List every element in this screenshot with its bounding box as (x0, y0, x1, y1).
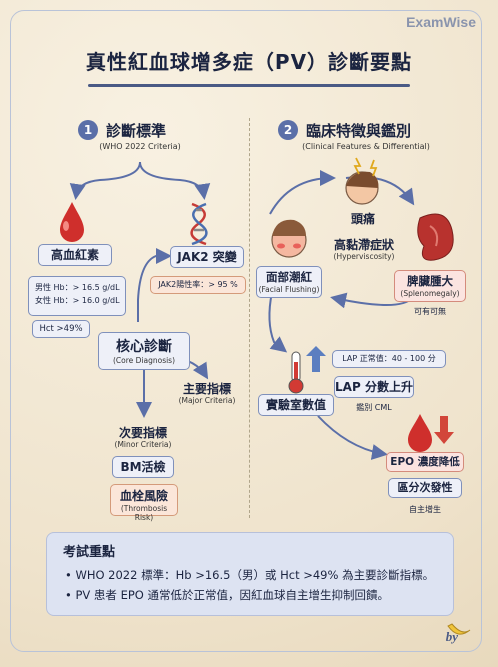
hb-threshold-box: 男性 Hb：> 16.5 g/dL 女性 Hb：> 16.0 g/dL (28, 276, 126, 316)
brand-logo: ExamWise (406, 14, 476, 30)
autonomous-proliferation-note: 自主增生 (409, 505, 441, 514)
high-hemoglobin-box: 高血紅素 (38, 244, 112, 266)
section-divider (249, 118, 250, 518)
lap-increase-box: LAP 分數上升 (334, 376, 414, 398)
flushing-label: 面部潮紅 (266, 270, 312, 284)
splenomegaly-label: 脾臟腫大 (407, 274, 453, 288)
hyperviscosity-sub: (Hyperviscosity) (333, 252, 395, 261)
splenomegaly-note: 可有可無 (414, 307, 446, 316)
exam-point-1-text: WHO 2022 標準：Hb >16.5（男）或 Hct >49% 為主要診斷指… (75, 568, 435, 582)
core-diagnosis-label: 核心診斷 (116, 339, 172, 355)
minor-criteria-label: 次要指標 (118, 426, 167, 440)
down-arrow-icon (434, 416, 454, 444)
female-hb-value: 女性 Hb：> 16.0 g/dL (35, 296, 120, 305)
section-number-1: 1 (78, 120, 98, 140)
headache-label: 頭痛 (350, 212, 375, 226)
up-arrow-icon (306, 346, 326, 372)
splenomegaly-box: 脾臟腫大 (Splenomegaly) (394, 270, 466, 302)
epo-drop-icon (408, 414, 432, 452)
jak2-mutation-box: JAK2 突變 (170, 246, 244, 268)
male-hb-value: 男性 Hb：> 16.5 g/dL (35, 283, 120, 292)
facial-flushing-box: 面部潮紅 (Facial Flushing) (256, 266, 322, 298)
headache-icon (345, 157, 379, 205)
lap-range-box: LAP 正常值：40 - 100 分 (332, 350, 446, 368)
secondary-differentiate-box: 區分次發性 (388, 478, 462, 498)
thermometer-icon (288, 351, 304, 394)
bm-biopsy-box: BM活檢 (112, 456, 174, 478)
section-heading-criteria: 診斷標準 (106, 122, 167, 140)
epo-decrease-box: EPO 濃度降低 (386, 452, 464, 472)
lab-values-box: 實驗室數值 (258, 394, 334, 416)
byline: by (445, 629, 458, 644)
flushed-face-icon (271, 219, 307, 258)
title-underline (88, 84, 410, 87)
lap-note: 鑑別 CML (356, 403, 392, 412)
thrombosis-label: 血栓風險 (119, 489, 168, 503)
flushing-sub: (Facial Flushing) (258, 285, 320, 294)
major-criteria-label: 主要指標 (182, 382, 231, 396)
exam-point-1: • WHO 2022 標準：Hb >16.5（男）或 Hct >49% 為主要診… (65, 568, 435, 582)
core-diagnosis-sub: (Core Diagnosis) (112, 356, 176, 365)
minor-criteria-sub: (Minor Criteria) (114, 440, 172, 449)
core-diagnosis-box: 核心診斷 (Core Diagnosis) (98, 332, 190, 370)
thrombosis-risk-box: 血栓風險 (Thrombosis Risk) (110, 484, 178, 522)
exam-points-title: 考試重點 (63, 545, 116, 560)
exam-point-2-text: PV 患者 EPO 通常低於正常值，因紅血球自主增生抑制回饋。 (75, 588, 389, 602)
blood-drop-icon (60, 202, 84, 242)
section-subtitle-criteria: (WHO 2022 Criteria) (99, 142, 181, 151)
dna-icon (190, 202, 208, 246)
banana-icon (447, 623, 471, 635)
hct-box: Hct >49% (32, 320, 90, 338)
page-title: 真性紅血球增多症（PV）診斷要點 (85, 50, 413, 74)
thrombosis-sub: (Thrombosis Risk) (120, 504, 168, 522)
exam-point-2: • PV 患者 EPO 通常低於正常值，因紅血球自主增生抑制回饋。 (65, 588, 389, 602)
major-criteria-sub: (Major Criteria) (178, 396, 236, 405)
section-heading-clinical: 臨床特徵與鑑別 (306, 122, 412, 140)
jak2-positivity-box: JAK2陽性率：> 95 % (150, 276, 246, 294)
hyperviscosity-label: 高黏滯症狀 (333, 238, 394, 252)
section-number-2: 2 (278, 120, 298, 140)
splenomegaly-sub: (Splenomegaly) (400, 289, 460, 298)
section-subtitle-clinical: (Clinical Features & Differential) (302, 142, 430, 151)
page-frame (10, 10, 482, 652)
exam-points-box: 考試重點 • WHO 2022 標準：Hb >16.5（男）或 Hct >49%… (46, 532, 454, 616)
spleen-icon (417, 213, 454, 261)
